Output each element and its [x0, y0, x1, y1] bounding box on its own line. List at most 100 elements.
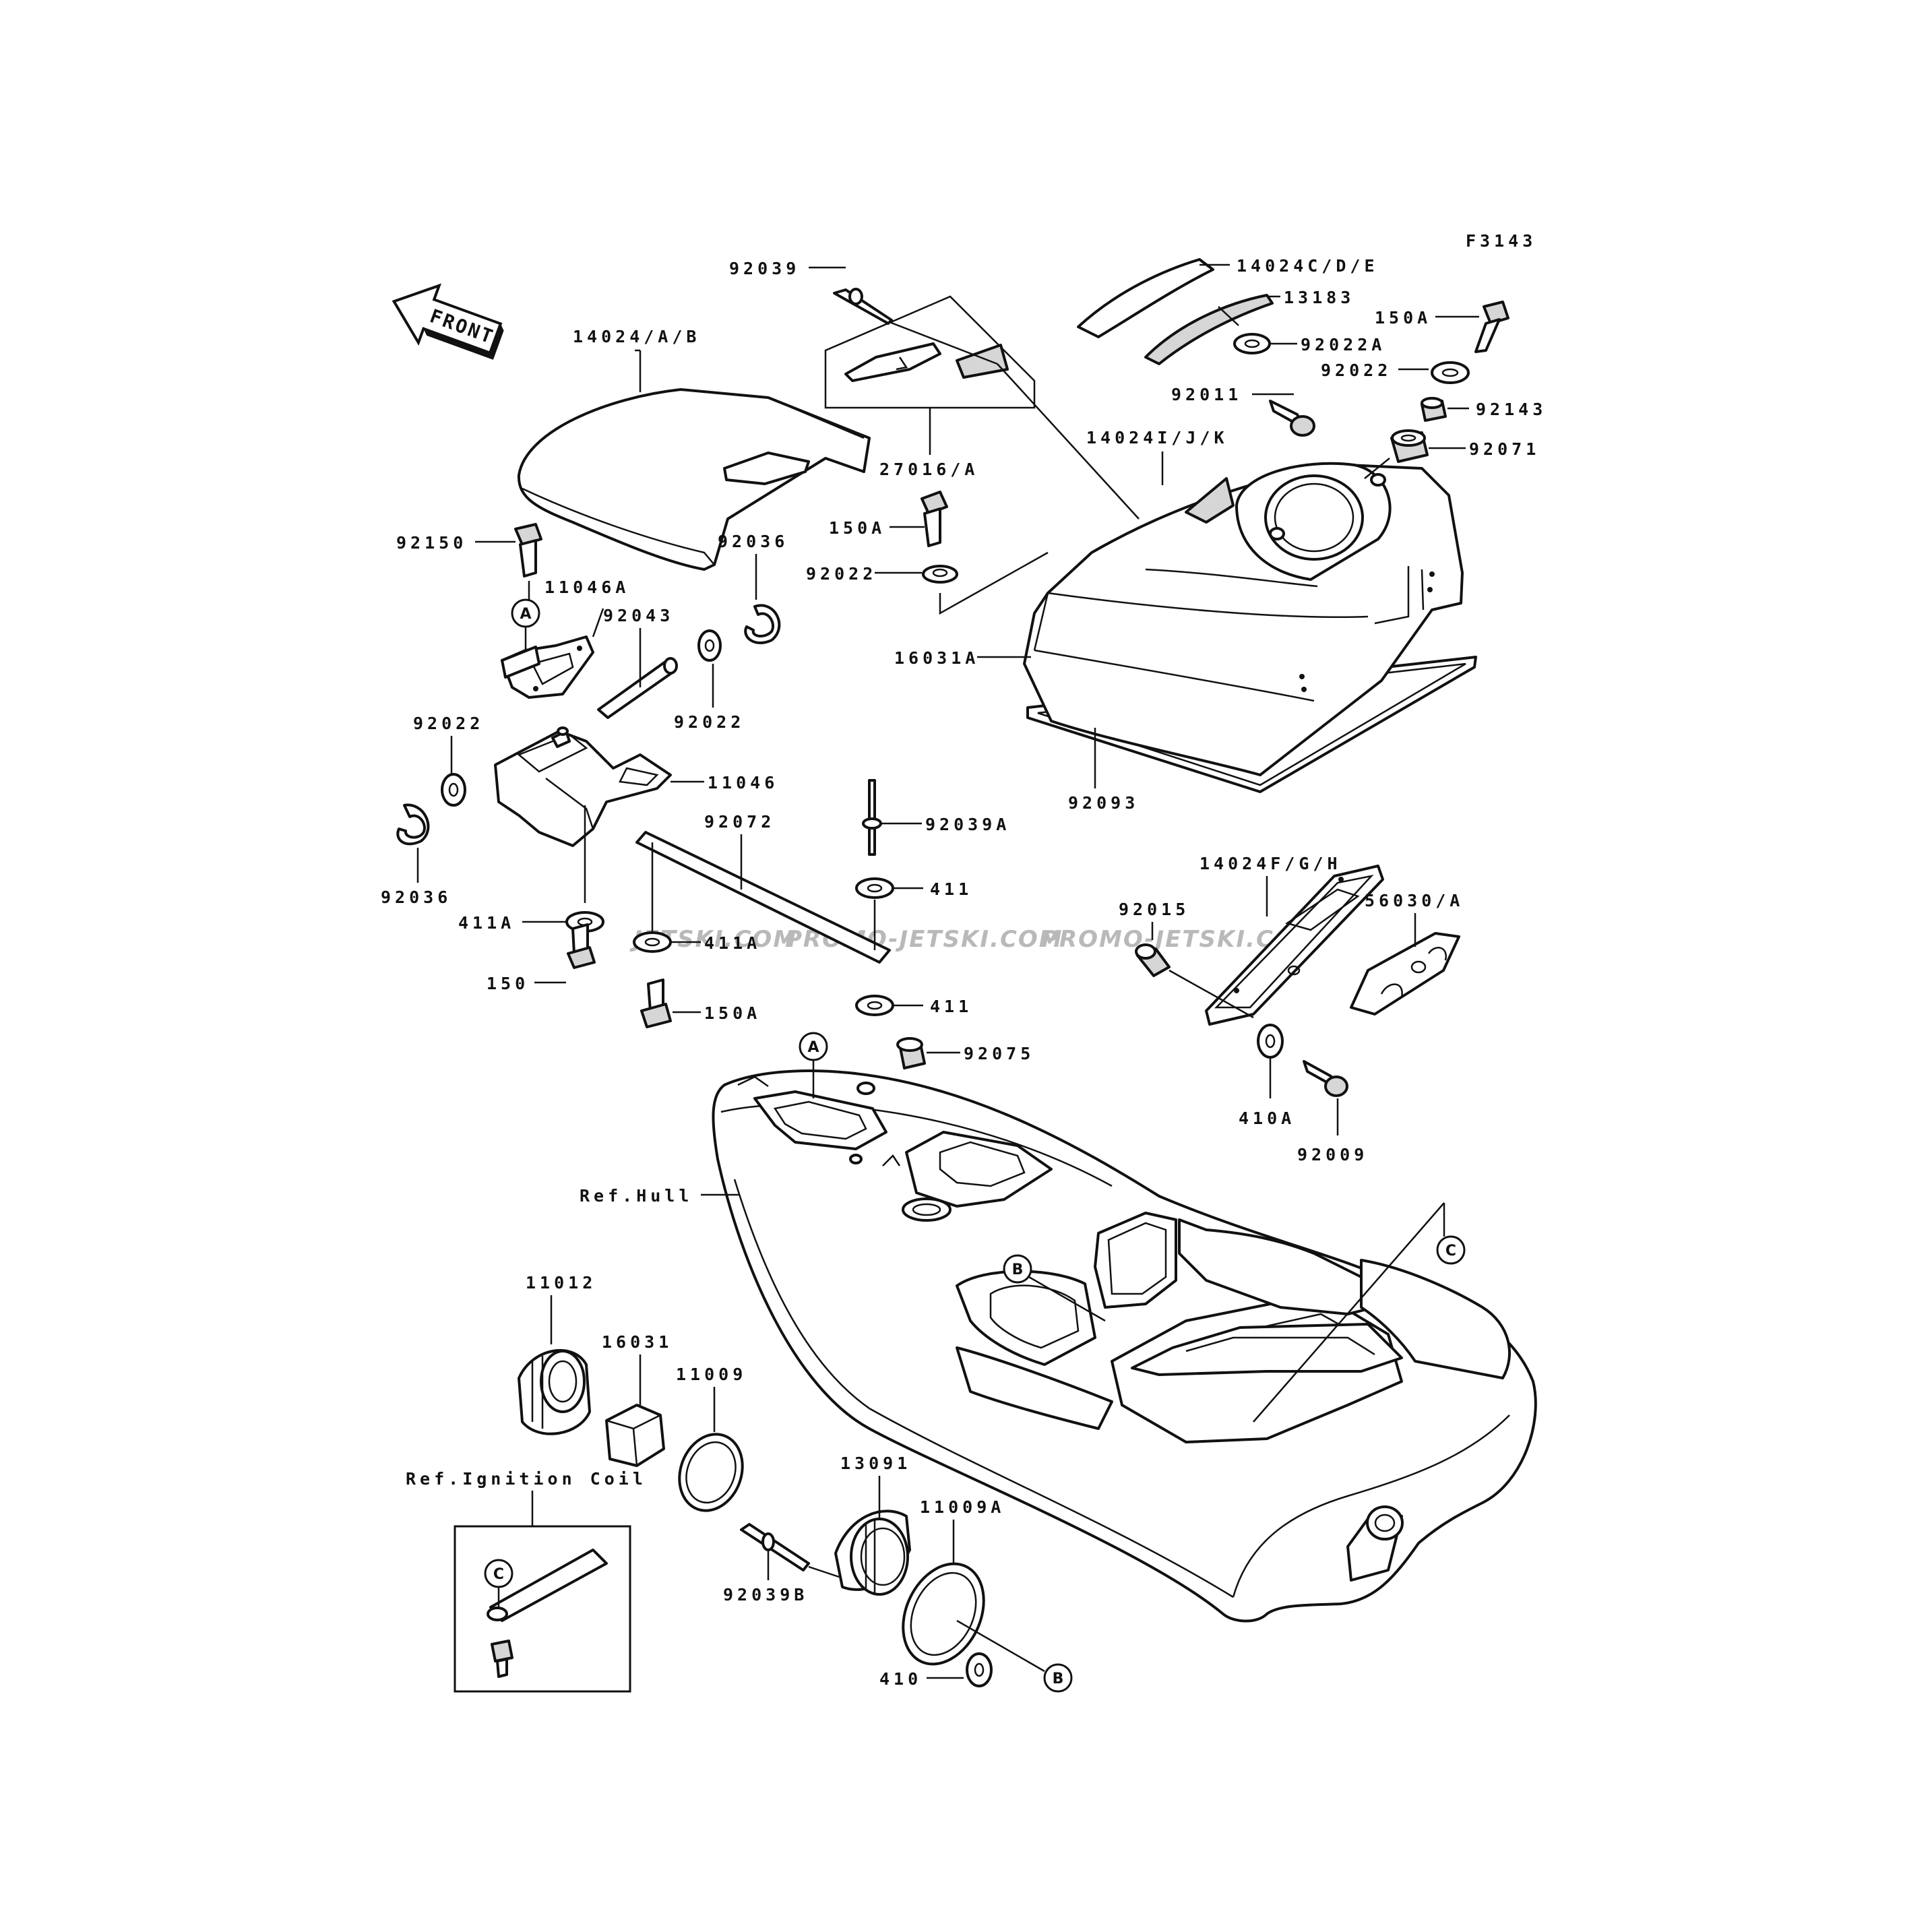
- ref-c-box: C: [484, 1559, 513, 1588]
- callout-150a-mid: 150A: [829, 518, 885, 538]
- callout-16031a: 16031A: [894, 648, 979, 668]
- ref-a-hull: A: [799, 1032, 828, 1098]
- callout-92075: 92075: [964, 1044, 1034, 1063]
- grommet-92071: [1364, 429, 1466, 479]
- washer-92022-c: [697, 629, 722, 708]
- callout-13183: 13183: [1284, 288, 1354, 307]
- seat-part: [517, 349, 871, 571]
- callout-92039a: 92039A: [925, 815, 1010, 834]
- callout-411a-c: 411A: [704, 933, 761, 953]
- washer-92022-l: [441, 736, 466, 807]
- rod-92039-part: [809, 266, 1140, 520]
- callout-92022-l: 92022: [413, 714, 484, 733]
- screw-92009: [1303, 1060, 1348, 1135]
- callout-92143: 92143: [1476, 400, 1547, 419]
- bushing-92015: [1135, 922, 1254, 1019]
- callout-92011: 92011: [1171, 385, 1242, 404]
- seal-11009a: [902, 1520, 1045, 1673]
- cover-27016-part: [824, 295, 1036, 455]
- callout-14024ijk: 14024I/J/K: [1086, 428, 1228, 447]
- cap-92143: [1421, 397, 1469, 422]
- callout-11009: 11009: [676, 1365, 747, 1384]
- pad-13183-part: [1144, 294, 1280, 365]
- ref-c-label-box: C: [493, 1566, 504, 1583]
- callout-56030a: 56030/A: [1365, 891, 1464, 910]
- callout-410: 410: [879, 1669, 922, 1689]
- bolt-92150: [475, 523, 542, 600]
- ref-b-lower: B: [1043, 1663, 1073, 1693]
- washer-411-dn: [855, 900, 923, 1016]
- callout-92072: 92072: [704, 812, 775, 832]
- screw-92011: [1252, 393, 1315, 437]
- callout-13091: 13091: [840, 1454, 911, 1473]
- callout-92009: 92009: [1297, 1145, 1368, 1164]
- bracket-11046: [494, 726, 704, 903]
- callout-92071: 92071: [1469, 439, 1540, 459]
- bolt-150a-top: [1435, 301, 1509, 353]
- callout-92039: 92039: [729, 259, 800, 278]
- callout-11009a: 11009A: [920, 1497, 1005, 1517]
- washer-92022-tr: [1398, 361, 1470, 384]
- figure-code: F3143: [1466, 231, 1536, 251]
- washer-411-up: [855, 877, 923, 899]
- washer-410: [927, 1652, 993, 1687]
- cap-92075: [896, 1037, 960, 1069]
- washer-411a-c: [633, 931, 701, 953]
- callout-411-dn: 411: [930, 997, 972, 1016]
- callout-16031: 16031: [602, 1332, 673, 1352]
- callout-11046a: 11046A: [544, 578, 629, 597]
- callout-11046: 11046: [708, 773, 778, 792]
- callout-92039b: 92039B: [723, 1585, 808, 1604]
- callout-14024ab: 14024/A/B: [573, 327, 700, 346]
- strap-92072: [635, 831, 891, 964]
- cap-16031: [605, 1354, 665, 1467]
- ref-b-label-lower: B: [1053, 1671, 1064, 1687]
- hull-part: [712, 1069, 1537, 1623]
- ref-c-label-hull: C: [1445, 1243, 1456, 1259]
- callout-ref-hull: Ref.Hull: [580, 1186, 693, 1206]
- clip-92036-left: [396, 803, 430, 883]
- ref-a-label-hull: A: [807, 1039, 819, 1056]
- callout-92022a: 92022A: [1301, 335, 1385, 354]
- ref-a-label-upper: A: [520, 606, 531, 623]
- callout-11012: 11012: [526, 1273, 596, 1292]
- callout-150a-low: 150A: [704, 1003, 761, 1023]
- front-arrow-icon: FRONT: [392, 283, 504, 360]
- ref-b-hull: B: [1003, 1254, 1106, 1322]
- washer-411a-l: [522, 911, 604, 933]
- callout-92022-tr: 92022: [1321, 361, 1392, 380]
- callout-92043: 92043: [603, 606, 674, 625]
- callout-14024fgh: 14024F/G/H: [1199, 854, 1342, 873]
- callout-14024cde: 14024C/D/E: [1237, 256, 1379, 276]
- housing-13091: [834, 1476, 911, 1596]
- callout-150: 150: [487, 974, 529, 993]
- hood-part: [1023, 451, 1477, 793]
- bolt-150a-mid: [875, 491, 1049, 615]
- bolt-150a-low: [640, 978, 701, 1028]
- rod-92039a: [862, 779, 922, 856]
- callout-92022-c: 92022: [674, 712, 745, 732]
- callout-ref-ignition-coil: Ref.Ignition Coil: [406, 1469, 647, 1489]
- cover-14024fgh: [1205, 865, 1384, 1026]
- cap-11012: [518, 1295, 591, 1435]
- callout-92093: 92093: [1068, 793, 1139, 813]
- callout-410a: 410A: [1239, 1109, 1295, 1128]
- clip-92036-upper: [744, 554, 781, 645]
- callout-92036-left: 92036: [381, 887, 451, 907]
- handle-14024cde-part: [1077, 258, 1230, 338]
- washer-410a: [1257, 1024, 1284, 1098]
- callout-411a-l: 411A: [458, 913, 515, 933]
- callout-27016a: 27016/A: [879, 460, 978, 479]
- callout-411-up: 411: [930, 879, 972, 899]
- callout-150a-top: 150A: [1375, 308, 1431, 328]
- plate-56030a: [1350, 913, 1460, 1016]
- ignition-coil-box: [454, 1491, 631, 1693]
- callout-92022-mid: 92022: [806, 564, 877, 584]
- ref-b-label-hull: B: [1012, 1261, 1024, 1278]
- rod-92039b: [740, 1523, 840, 1580]
- callout-92150: 92150: [396, 533, 467, 553]
- seal-11009: [678, 1387, 744, 1512]
- callout-92036-upper: 92036: [718, 532, 788, 551]
